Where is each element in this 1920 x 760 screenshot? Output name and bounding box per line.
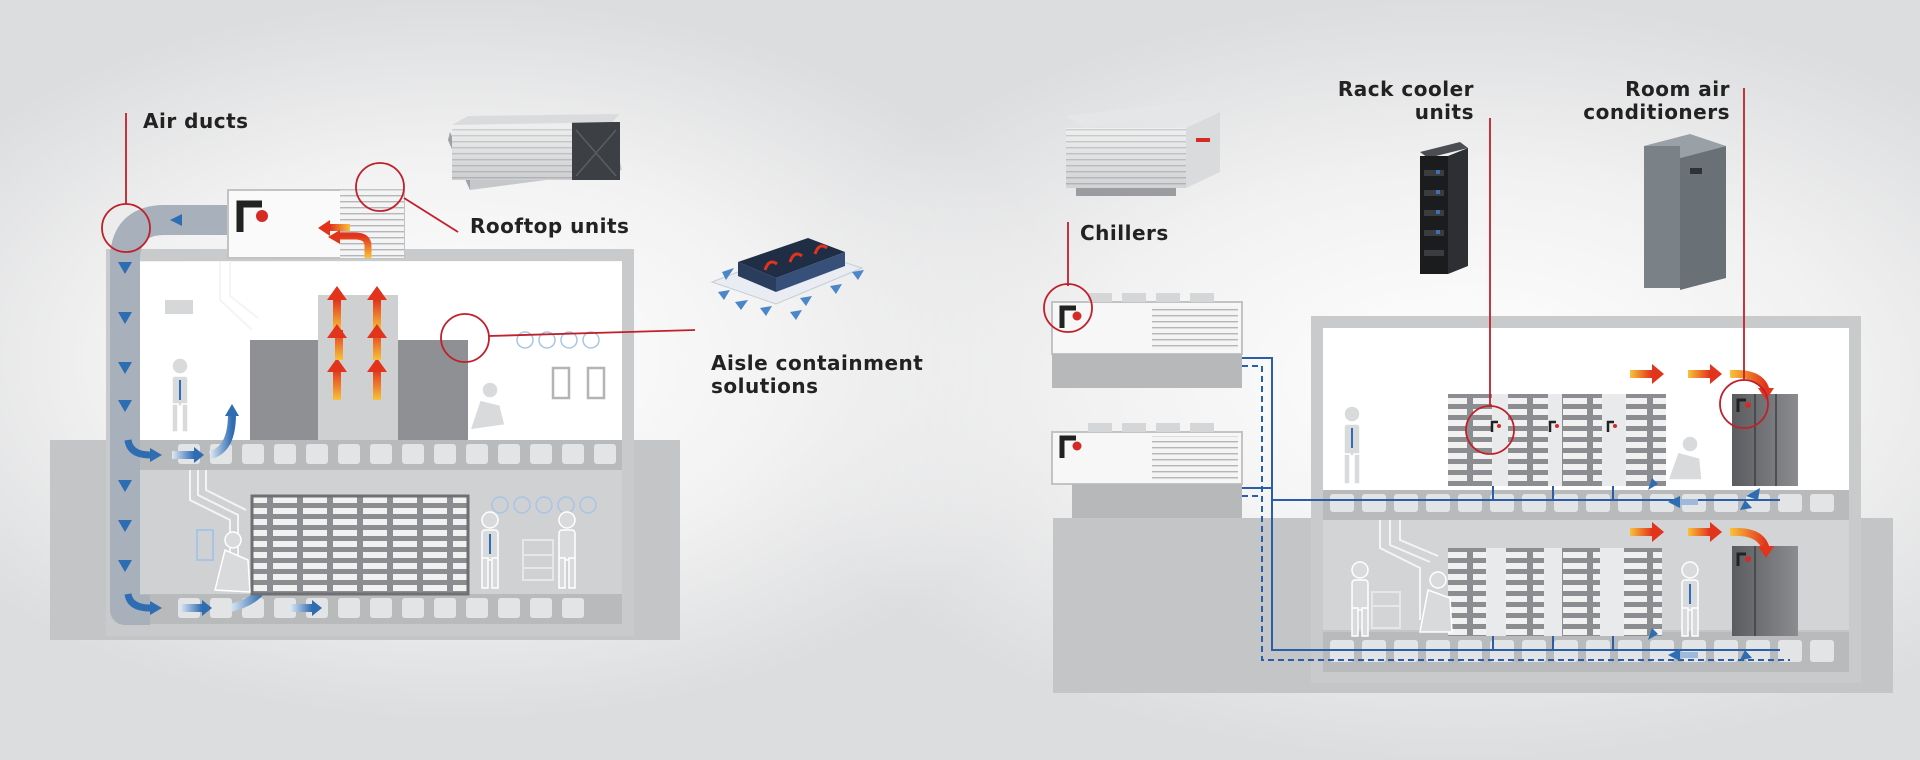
label-chillers: Chillers bbox=[1080, 221, 1169, 245]
room-air-conditioner-product bbox=[1644, 134, 1726, 290]
right-lower-racks bbox=[1448, 548, 1662, 636]
left-rack-block-2 bbox=[398, 340, 468, 440]
right-people bbox=[1343, 405, 1703, 637]
label-rack-cooler-units: Rack cooler units bbox=[1337, 77, 1474, 124]
left-doors bbox=[551, 366, 606, 400]
return-pipes bbox=[1242, 365, 1790, 661]
rack-cooler-product bbox=[1420, 142, 1468, 274]
rooftop-units-product bbox=[448, 114, 622, 190]
right-cables bbox=[1379, 520, 1439, 620]
duct-arrows bbox=[118, 214, 182, 572]
label-room-air-conditioners: Room air conditioners bbox=[1583, 77, 1730, 124]
right-scene bbox=[1043, 88, 1893, 693]
aisle-containment-product bbox=[710, 238, 864, 320]
left-hot-arrows bbox=[327, 286, 387, 400]
right-hot-arrows bbox=[1630, 364, 1774, 558]
left-wall-light bbox=[165, 300, 193, 314]
left-scene bbox=[50, 113, 864, 640]
left-lower-racks bbox=[252, 496, 468, 594]
left-cart bbox=[522, 539, 554, 581]
chiller-unit-2 bbox=[1051, 423, 1243, 518]
right-lower-room-ac bbox=[1732, 546, 1798, 636]
right-upper-room-ac bbox=[1732, 394, 1798, 486]
left-upper-vents bbox=[491, 331, 600, 514]
right-callouts bbox=[1043, 88, 1769, 455]
left-wall-panel bbox=[196, 529, 214, 561]
rooftop-hot-arrows bbox=[318, 220, 372, 258]
right-upper-racks bbox=[1448, 394, 1666, 486]
left-hot-aisle-containment bbox=[318, 295, 398, 440]
left-bottom-tiles bbox=[178, 598, 584, 618]
label-aisle-containment-solutions: Aisle containment solutions bbox=[711, 351, 924, 398]
left-cables bbox=[189, 262, 259, 580]
chilled-water-pipes bbox=[1242, 357, 1780, 651]
rooftop-logo bbox=[236, 200, 268, 232]
right-cold-arrows bbox=[1648, 478, 1760, 661]
label-rooftop-units: Rooftop units bbox=[470, 214, 630, 238]
label-air-ducts: Air ducts bbox=[143, 109, 249, 133]
right-ac-logo bbox=[1736, 398, 1751, 412]
left-rack-block-1 bbox=[250, 340, 320, 440]
chillers-product bbox=[1066, 100, 1220, 196]
right-ac-logo-lower bbox=[1736, 552, 1751, 566]
left-lower-racks-frame bbox=[250, 494, 470, 596]
chiller-unit-1 bbox=[1051, 293, 1243, 388]
left-callouts bbox=[101, 113, 696, 363]
right-cart bbox=[1371, 591, 1401, 629]
rooftop-unit-grill bbox=[340, 190, 404, 258]
